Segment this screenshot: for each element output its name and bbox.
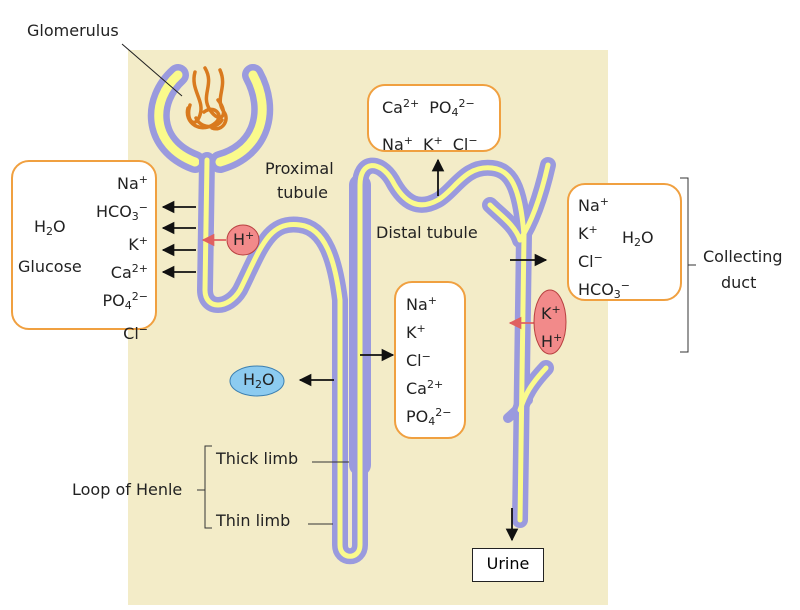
proximal-ion-row: Ca2+ [70,257,148,285]
proximal-ion-row: Cl− [70,318,148,346]
proximal-reabsorption-arrows [161,200,196,279]
bowmans-capsule [147,64,274,173]
distal-ion-po: PO42− [429,97,475,119]
distal-ion-row: Na+ K+ Cl− [382,127,478,159]
collecting-ion-list: Na+ K+ Cl− HCO3− [578,190,630,307]
collecting-secreted-row: K+ [541,298,562,326]
proximal-ion-k: K+ [128,234,148,254]
glucose-label: Glucose [18,257,82,276]
collecting-secreted-k: K+ [541,303,561,323]
collecting-ion-k: K+ [578,223,598,243]
distal-ion-list: Ca2+ PO42− Na+ K+ Cl− [382,90,478,159]
proximal-ion-hco: HCO3− [95,201,148,223]
loop-ion-row: K+ [406,317,451,345]
collecting-duct-bracket [680,177,696,353]
loop-of-henle-label: Loop of Henle [72,480,183,499]
loop-water-label: H2O [243,370,275,391]
collecting-ion-row: Na+ [578,190,630,218]
collecting-secreted-row: H+ [541,326,562,354]
collecting-duct-label-line2: duct [721,273,757,292]
thick-limb-label: Thick limb [216,449,299,468]
collecting-secreted-h: H+ [541,331,563,351]
collecting-duct-label-line1: Collecting [703,247,783,266]
loop-ion-po: PO42− [406,406,452,428]
loop-ion-row: Ca2+ [406,373,451,401]
collecting-ion-na: Na+ [578,195,609,215]
proximal-water-label: H2O [34,217,66,238]
distal-tubule-label: Distal tubule [376,223,478,242]
proximal-ion-list: Na+ HCO3− K+ Ca2+ PO42− Cl− [70,168,148,346]
collecting-kh-bubble [533,289,567,355]
distal-ion-na: Na+ [382,134,413,154]
collecting-reabsorbed-box [567,183,682,301]
collecting-secreted-ions: K+ H+ [541,298,562,354]
collecting-water-label: H2O [622,228,654,249]
loop-water-bubble [229,365,285,397]
distal-ion-cl: Cl− [452,134,478,154]
distal-ion-row: Ca2+ PO42− [382,90,478,127]
loop-ion-row: Na+ [406,289,451,317]
proximal-ion-row: Na+ [70,168,148,196]
proximal-ion-cl: Cl− [123,323,148,343]
loop-ion-cl: Cl− [406,350,431,370]
thin-limb-label: Thin limb [216,511,291,530]
nephron-tubule [197,152,556,565]
proximal-ion-row: HCO3− [70,196,148,229]
urine-label: Urine [486,554,530,573]
distal-reabsorbed-box [367,84,501,152]
collecting-ion-hco: HCO3− [578,279,631,301]
proximal-ion-po: PO42− [102,290,148,312]
collecting-duct-label: Collecting duct [703,244,783,296]
loop-ion-k: K+ [406,322,426,342]
proximal-ion-row: K+ [70,229,148,257]
glomerulus-pointer [121,43,183,97]
loop-ion-ca: Ca2+ [406,378,444,398]
collecting-ion-row: K+ [578,218,630,246]
loop-ion-na: Na+ [406,294,437,314]
glomerulus-capillaries [185,66,228,131]
distal-ion-k: K+ [423,134,443,154]
loop-ion-row: PO42− [406,401,451,434]
proximal-tubule-label-line1: Proximal [265,159,334,178]
loop-reabsorbed-box [394,281,466,439]
proximal-secreted-ion: H+ [233,229,255,249]
loop-of-henle-bracket [197,445,212,529]
collecting-ion-row: Cl− [578,246,630,274]
loop-ion-list: Na+ K+ Cl− Ca2+ PO42− [406,289,451,434]
urine-box: Urine [472,548,544,582]
collecting-ion-cl: Cl− [578,251,603,271]
proximal-tubule-label-line2: tubule [277,183,328,202]
glomerulus-label: Glomerulus [27,21,119,40]
distal-ion-ca: Ca2+ [382,97,420,117]
proximal-tubule-label: Proximal tubule [265,157,334,205]
proximal-ion-row: PO42− [70,285,148,318]
loop-ion-row: Cl− [406,345,451,373]
proximal-ion-na: Na+ [117,173,148,193]
proximal-h-bubble [226,224,260,256]
proximal-ion-ca: Ca2+ [110,262,148,282]
collecting-ion-row: HCO3− [578,274,630,307]
proximal-reabsorbed-box [11,160,157,330]
